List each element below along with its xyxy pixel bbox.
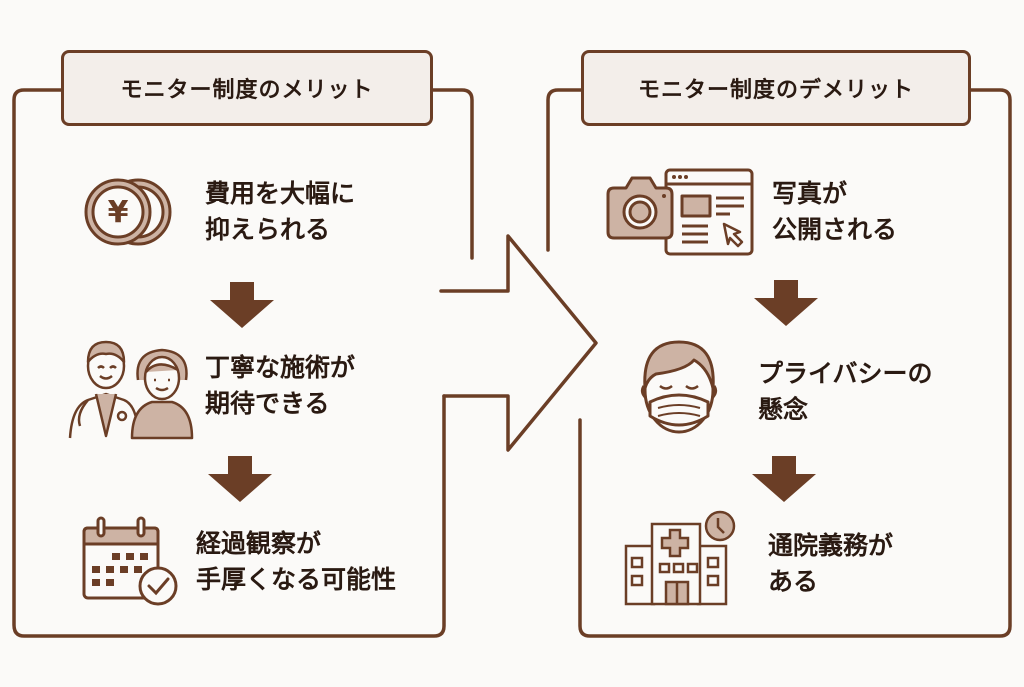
demerit-step-1-line-2: 公開される (772, 215, 898, 244)
demerit-step-3-line-1: 通院義務が (768, 531, 894, 560)
merit-step-3-line-2: 手厚くなる可能性 (196, 565, 397, 594)
merit-step-3: 経過観察が 手厚くなる可能性 (196, 526, 396, 598)
merit-step-2-line-2: 期待できる (205, 389, 330, 418)
demerit-step-2: プライバシーの 懸念 (758, 356, 933, 428)
yen-coins-icon: ¥ (84, 178, 172, 246)
demerit-title-text: モニター制度のデメリット (637, 78, 914, 103)
merit-step-1-line-1: 費用を大幅に (205, 179, 356, 208)
down-arrow-icon (752, 456, 816, 502)
demerit-step-1-line-1: 写真が (772, 179, 848, 208)
merit-title-text: モニター制度のメリット (120, 78, 374, 103)
masked-face-icon (640, 340, 718, 434)
doctor-patient-icon (68, 340, 194, 440)
merit-step-3-line-1: 経過観察が (196, 529, 322, 558)
right-arrow-icon (439, 234, 598, 452)
merit-title: モニター制度のメリット (61, 50, 433, 126)
demerit-step-3: 通院義務が ある (768, 528, 893, 600)
demerit-step-1: 写真が 公開される (772, 176, 897, 248)
merit-step-1: 費用を大幅に 抑えられる (205, 176, 355, 248)
demerit-step-2-line-1: プライバシーの (758, 359, 933, 388)
svg-text:¥: ¥ (108, 195, 129, 230)
merit-step-2-line-1: 丁寧な施術が (205, 353, 356, 382)
down-arrow-icon (208, 456, 272, 502)
camera-webpage-icon (606, 168, 754, 256)
demerit-title: モニター制度のデメリット (581, 50, 971, 126)
calendar-check-icon (82, 516, 178, 606)
hospital-clock-icon (624, 510, 736, 606)
demerit-step-2-line-2: 懸念 (758, 395, 809, 424)
merit-step-1-line-2: 抑えられる (205, 215, 331, 244)
down-arrow-icon (754, 280, 818, 326)
demerit-panel-border-right (578, 88, 1012, 638)
demerit-step-3-line-2: ある (768, 567, 819, 596)
merit-panel-border-top-right (426, 88, 474, 260)
merit-panel-border (12, 88, 446, 638)
down-arrow-icon (210, 282, 274, 328)
demerit-panel-border (546, 88, 585, 252)
merit-step-2: 丁寧な施術が 期待できる (205, 350, 355, 422)
